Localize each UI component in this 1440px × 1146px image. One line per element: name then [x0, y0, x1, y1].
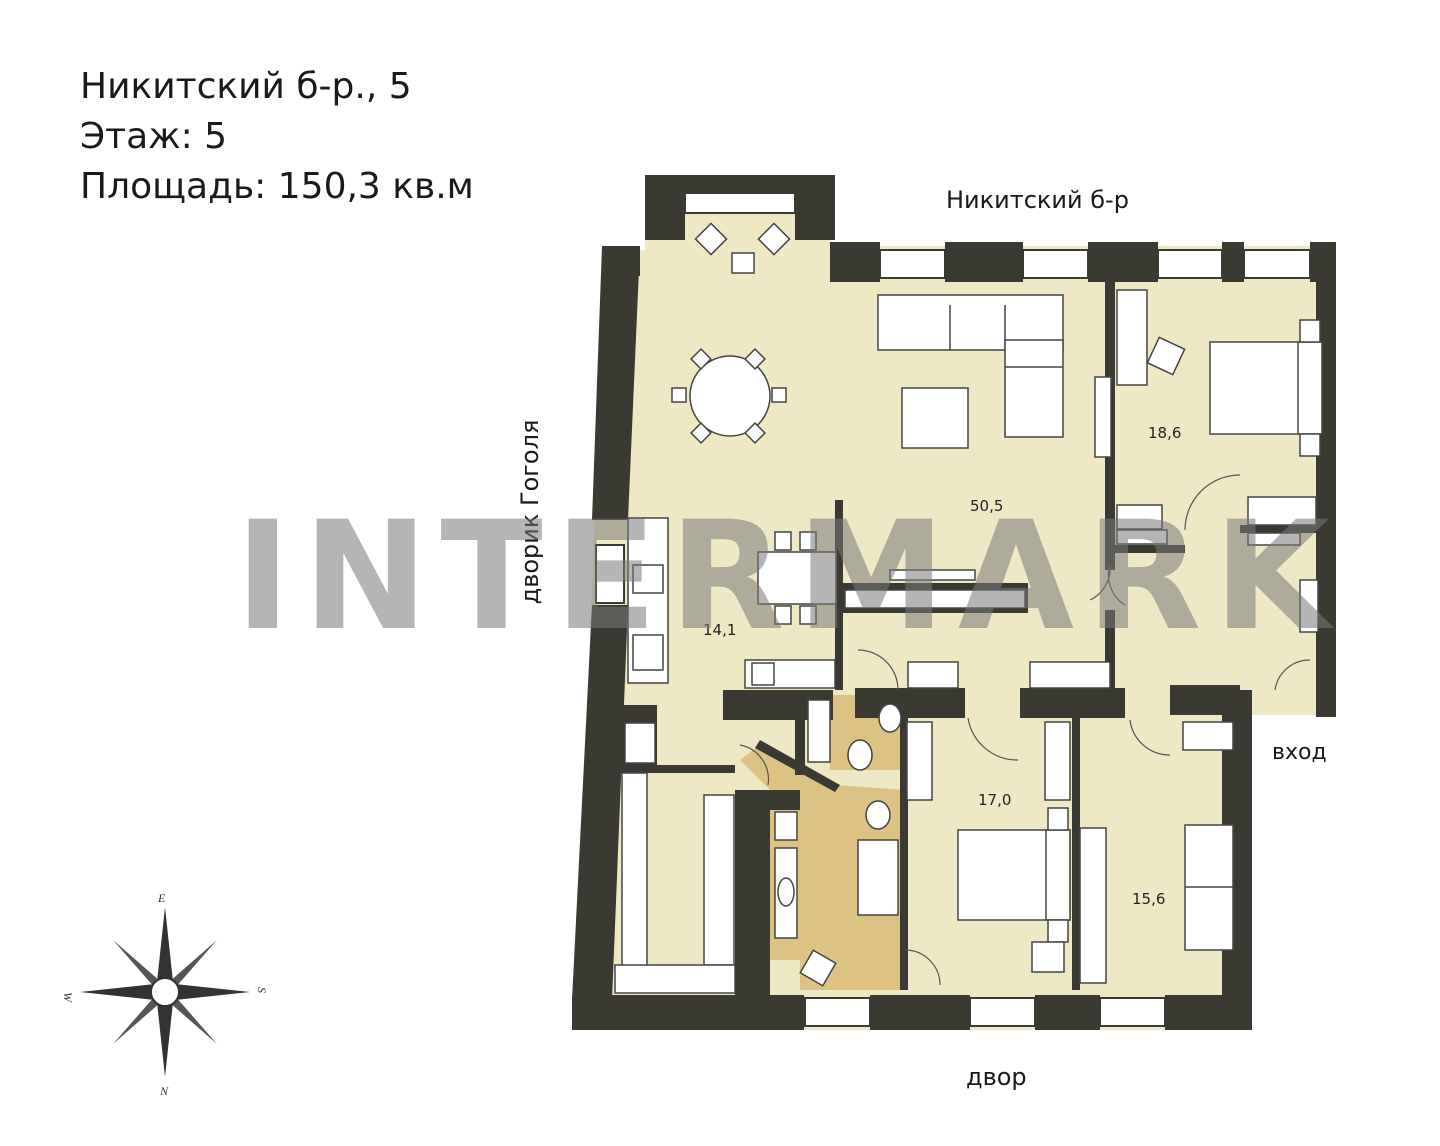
room-area-bedroom-s: 17,0	[978, 791, 1012, 809]
outer-walls	[572, 175, 1336, 1030]
area-label: Площадь: 150,3 кв.м	[80, 166, 474, 207]
compass-east: E	[157, 891, 166, 905]
street-top-label: Никитский б-р	[946, 186, 1129, 214]
furniture	[614, 222, 1323, 994]
room-area-kitchen: 14,1	[703, 621, 737, 639]
windows	[595, 192, 1311, 1027]
compass-north: W	[61, 992, 75, 1003]
address-title: Никитский б-р., 5	[80, 66, 412, 107]
doors	[739, 474, 1311, 986]
watermark-logo: INTERMARK	[235, 490, 1342, 664]
compass-west: N	[159, 1084, 169, 1098]
floor-label: Этаж: 5	[80, 116, 228, 157]
street-bottom-label: двор	[966, 1063, 1027, 1091]
compass-south: S	[255, 987, 269, 993]
entrance-label: вход	[1272, 740, 1327, 765]
room-area-living: 50,5	[970, 497, 1004, 515]
room-area-bedroom-se: 15,6	[1132, 890, 1166, 908]
room-area-bedroom-ne: 18,6	[1148, 424, 1182, 442]
compass-rose	[80, 907, 250, 1077]
